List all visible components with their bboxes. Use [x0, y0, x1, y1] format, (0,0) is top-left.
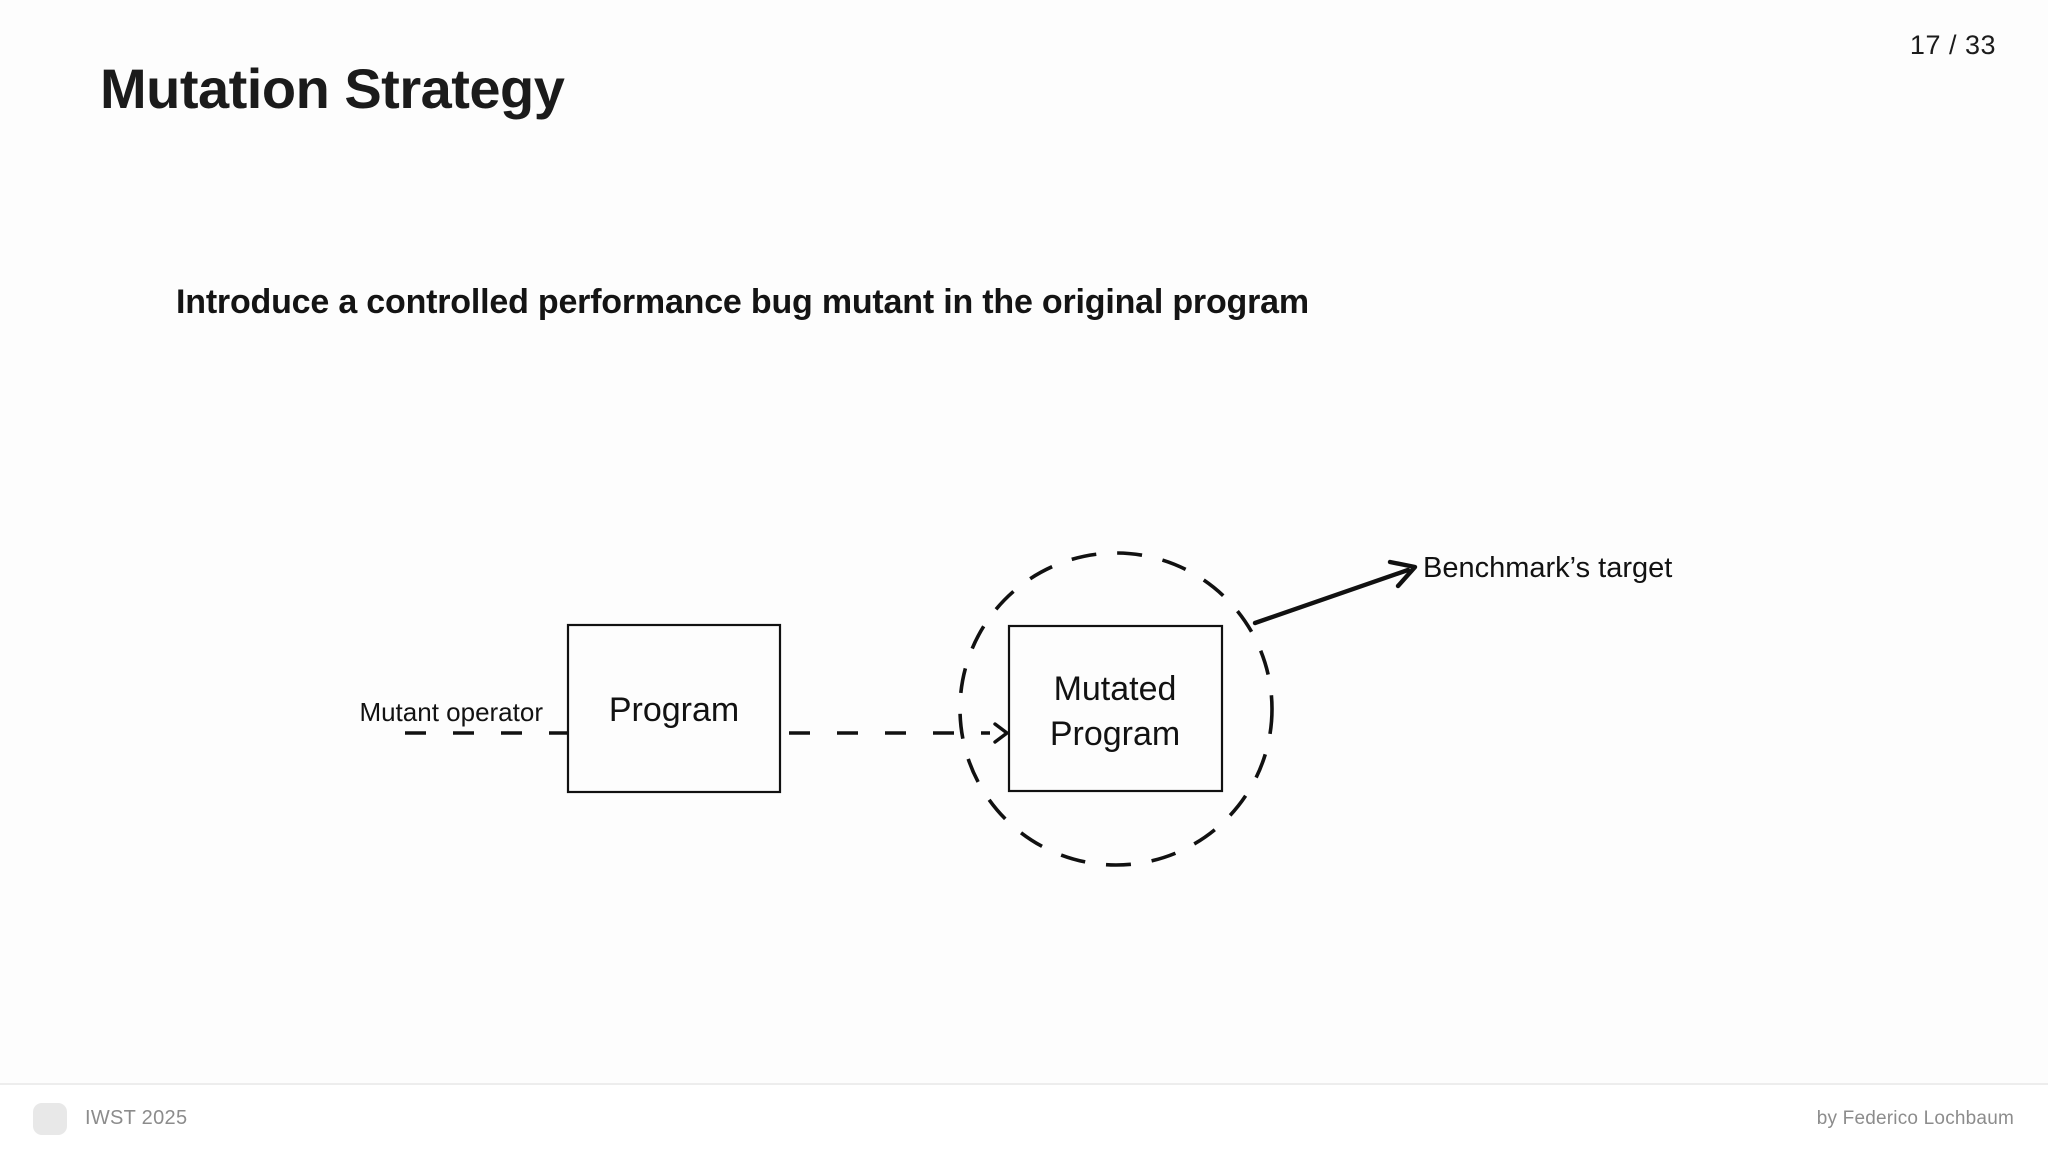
benchmark-arrow-shaft	[1252, 567, 1411, 626]
mutation-scope-dashed-circle	[958, 551, 1274, 867]
mutant-operator-label: Mutant operator	[359, 697, 543, 727]
slide-footer: IWST 2025 by Federico Lochbaum	[0, 1083, 2048, 1152]
footer-logo-placeholder	[33, 1102, 67, 1135]
mutated-program-label-line-1: Mutated	[1054, 670, 1177, 708]
mutated-program-label-line-2: Program	[1050, 715, 1180, 753]
slide-subtitle: Introduce a controlled performance bug m…	[176, 283, 1309, 321]
dashed-arrow-head	[993, 722, 1009, 744]
footer-author-label: by Federico Lochbaum	[1816, 1107, 2014, 1129]
page-number: 17 / 33	[1909, 30, 1996, 60]
footer-conference-label: IWST 2025	[85, 1107, 188, 1129]
benchmark-arrow-head	[1387, 559, 1418, 589]
benchmark-target-arrow	[1252, 559, 1418, 626]
benchmark-target-label: Benchmark’s target	[1423, 552, 1672, 584]
program-box-label: Program	[609, 691, 739, 729]
program-box	[566, 623, 782, 794]
mutated-program-box	[1007, 624, 1224, 793]
slide-title: Mutation Strategy	[100, 57, 565, 120]
